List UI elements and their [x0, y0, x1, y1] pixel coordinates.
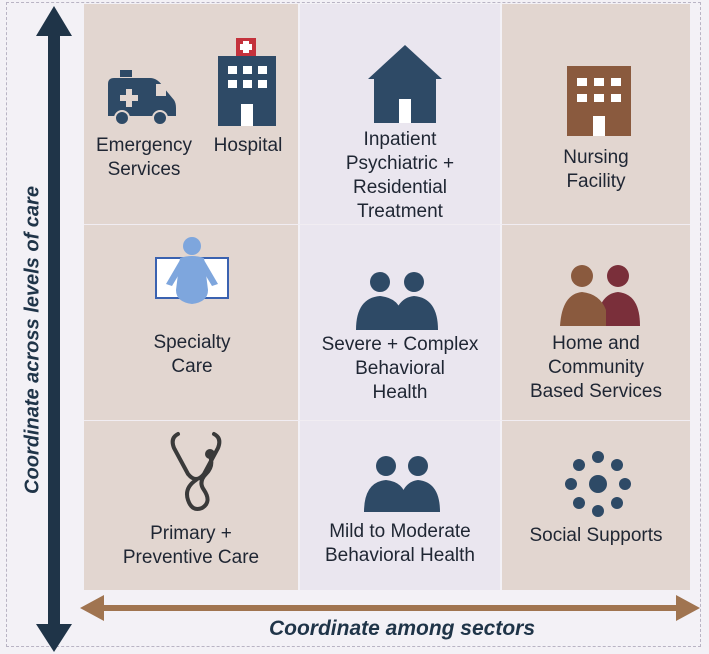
primary-care-label: Primary + Preventive Care: [122, 523, 260, 568]
two-people-icon: [356, 272, 438, 330]
nursing-facility-label: Nursing Facility: [563, 147, 629, 192]
hospital-label: Hospital: [213, 135, 283, 156]
x-axis-arrow: [80, 595, 700, 621]
house-icon: [368, 45, 442, 123]
emergency-services-label: Emergency Services: [95, 135, 193, 180]
y-axis-label: Coordinate across levels of care: [21, 186, 44, 494]
mild-behavioral-label: Mild to Moderate Behavioral Health: [325, 521, 475, 566]
hospital-icon: [218, 38, 276, 126]
y-axis-arrow: [36, 6, 72, 652]
row-divider: [84, 420, 690, 421]
two-people-icon: [364, 456, 440, 512]
ambulance-icon: [108, 70, 176, 126]
x-ray-person-icon: [155, 237, 229, 304]
severe-behavioral-label: Severe + Complex Behavioral Health: [321, 334, 479, 403]
family-icon: [560, 265, 640, 326]
row-divider: [84, 224, 690, 225]
specialty-care-label: Specialty Care: [153, 332, 231, 377]
inpatient-label: Inpatient Psychiatric + Residential Trea…: [345, 129, 455, 222]
x-axis-label: Coordinate among sectors: [268, 617, 536, 640]
home-community-label: Home and Community Based Services: [529, 333, 662, 402]
building-icon: [567, 66, 631, 136]
stethoscope-icon: [170, 432, 222, 511]
social-supports-label: Social Supports: [529, 525, 663, 546]
network-dots-icon: [565, 451, 631, 517]
diagram-frame: [6, 2, 701, 647]
